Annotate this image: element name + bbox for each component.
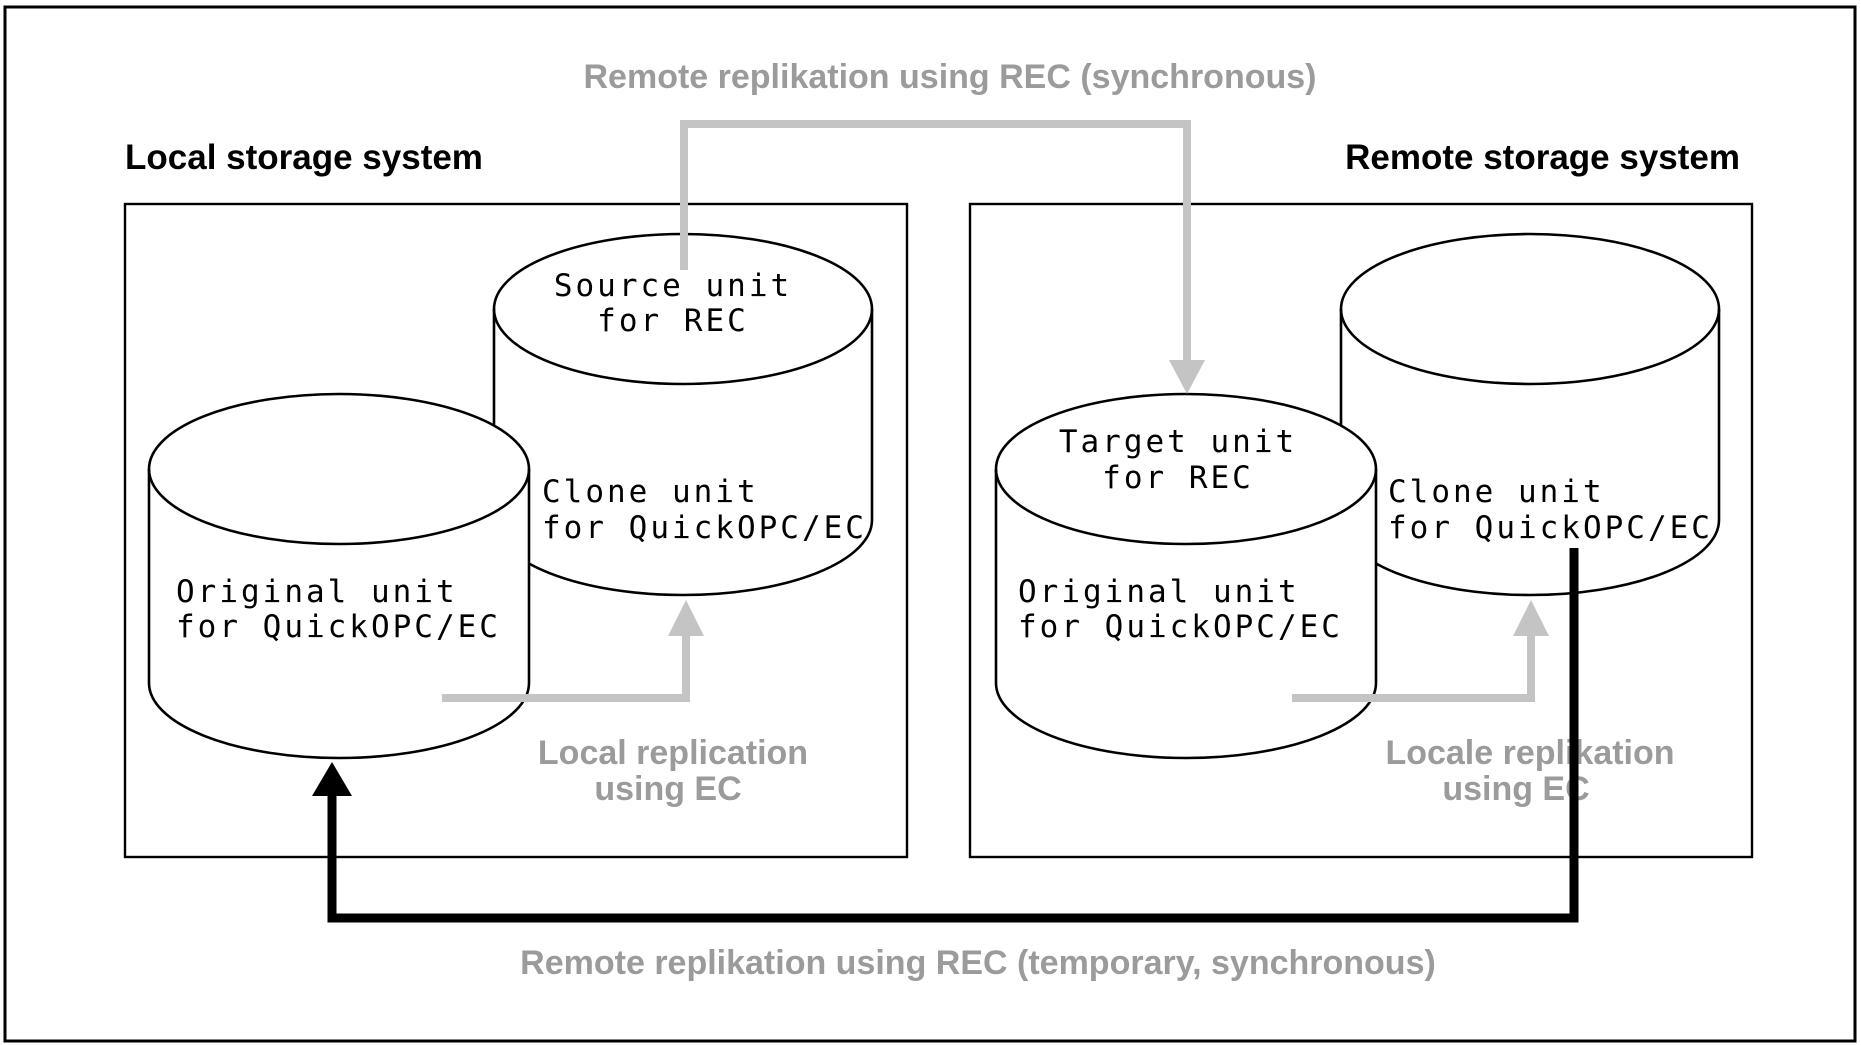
local-original-label-2: for QuickOPC/EC [176,609,501,645]
remote-clone-label-1: Clone unit [1388,474,1605,510]
remote-system-box [968,202,1754,859]
local-source-label-1: Source unit [554,268,792,304]
local-clone-label-1: Clone unit [542,474,759,510]
rec-synchronous-arrow [680,120,1205,394]
local-original-cylinder: Original unit for QuickOPC/EC [147,392,531,760]
remote-clone-label-2: for QuickOPC/EC [1388,510,1713,546]
local-source-clone-cylinder: Source unit for REC Clone unit for Quick… [492,232,874,597]
local-system-title: Local storage system [125,138,483,177]
local-system-box [123,202,909,859]
local-clone-label-2: for QuickOPC/EC [542,510,867,546]
outer-frame [3,5,1857,1043]
local-ec-label-2: using EC [594,770,741,808]
remote-ec-label-2: using EC [1442,770,1589,808]
remote-system-title: Remote storage system [1345,138,1740,177]
rec-synchronous-label: Remote replikation using REC (synchronou… [584,58,1317,96]
local-ec-label-1: Local replication [538,734,808,772]
remote-ec-arrow [1292,600,1549,702]
local-original-label-1: Original unit [176,574,458,610]
remote-target-label-2: for REC [1102,460,1254,496]
rec-temporary-label: Remote replikation using REC (temporary,… [520,944,1436,982]
local-ec-arrow [442,600,704,702]
remote-clone-cylinder: Clone unit for QuickOPC/EC [1339,232,1721,597]
rec-temporary-arrow [312,548,1579,923]
remote-original-label-1: Original unit [1018,574,1300,610]
remote-target-label-1: Target unit [1059,424,1297,460]
remote-original-label-2: for QuickOPC/EC [1018,609,1343,645]
local-source-label-2: for REC [597,303,749,339]
remote-ec-label-1: Locale replikation [1385,734,1674,772]
remote-target-original-cylinder: Target unit for REC Original unit for Qu… [994,392,1378,760]
